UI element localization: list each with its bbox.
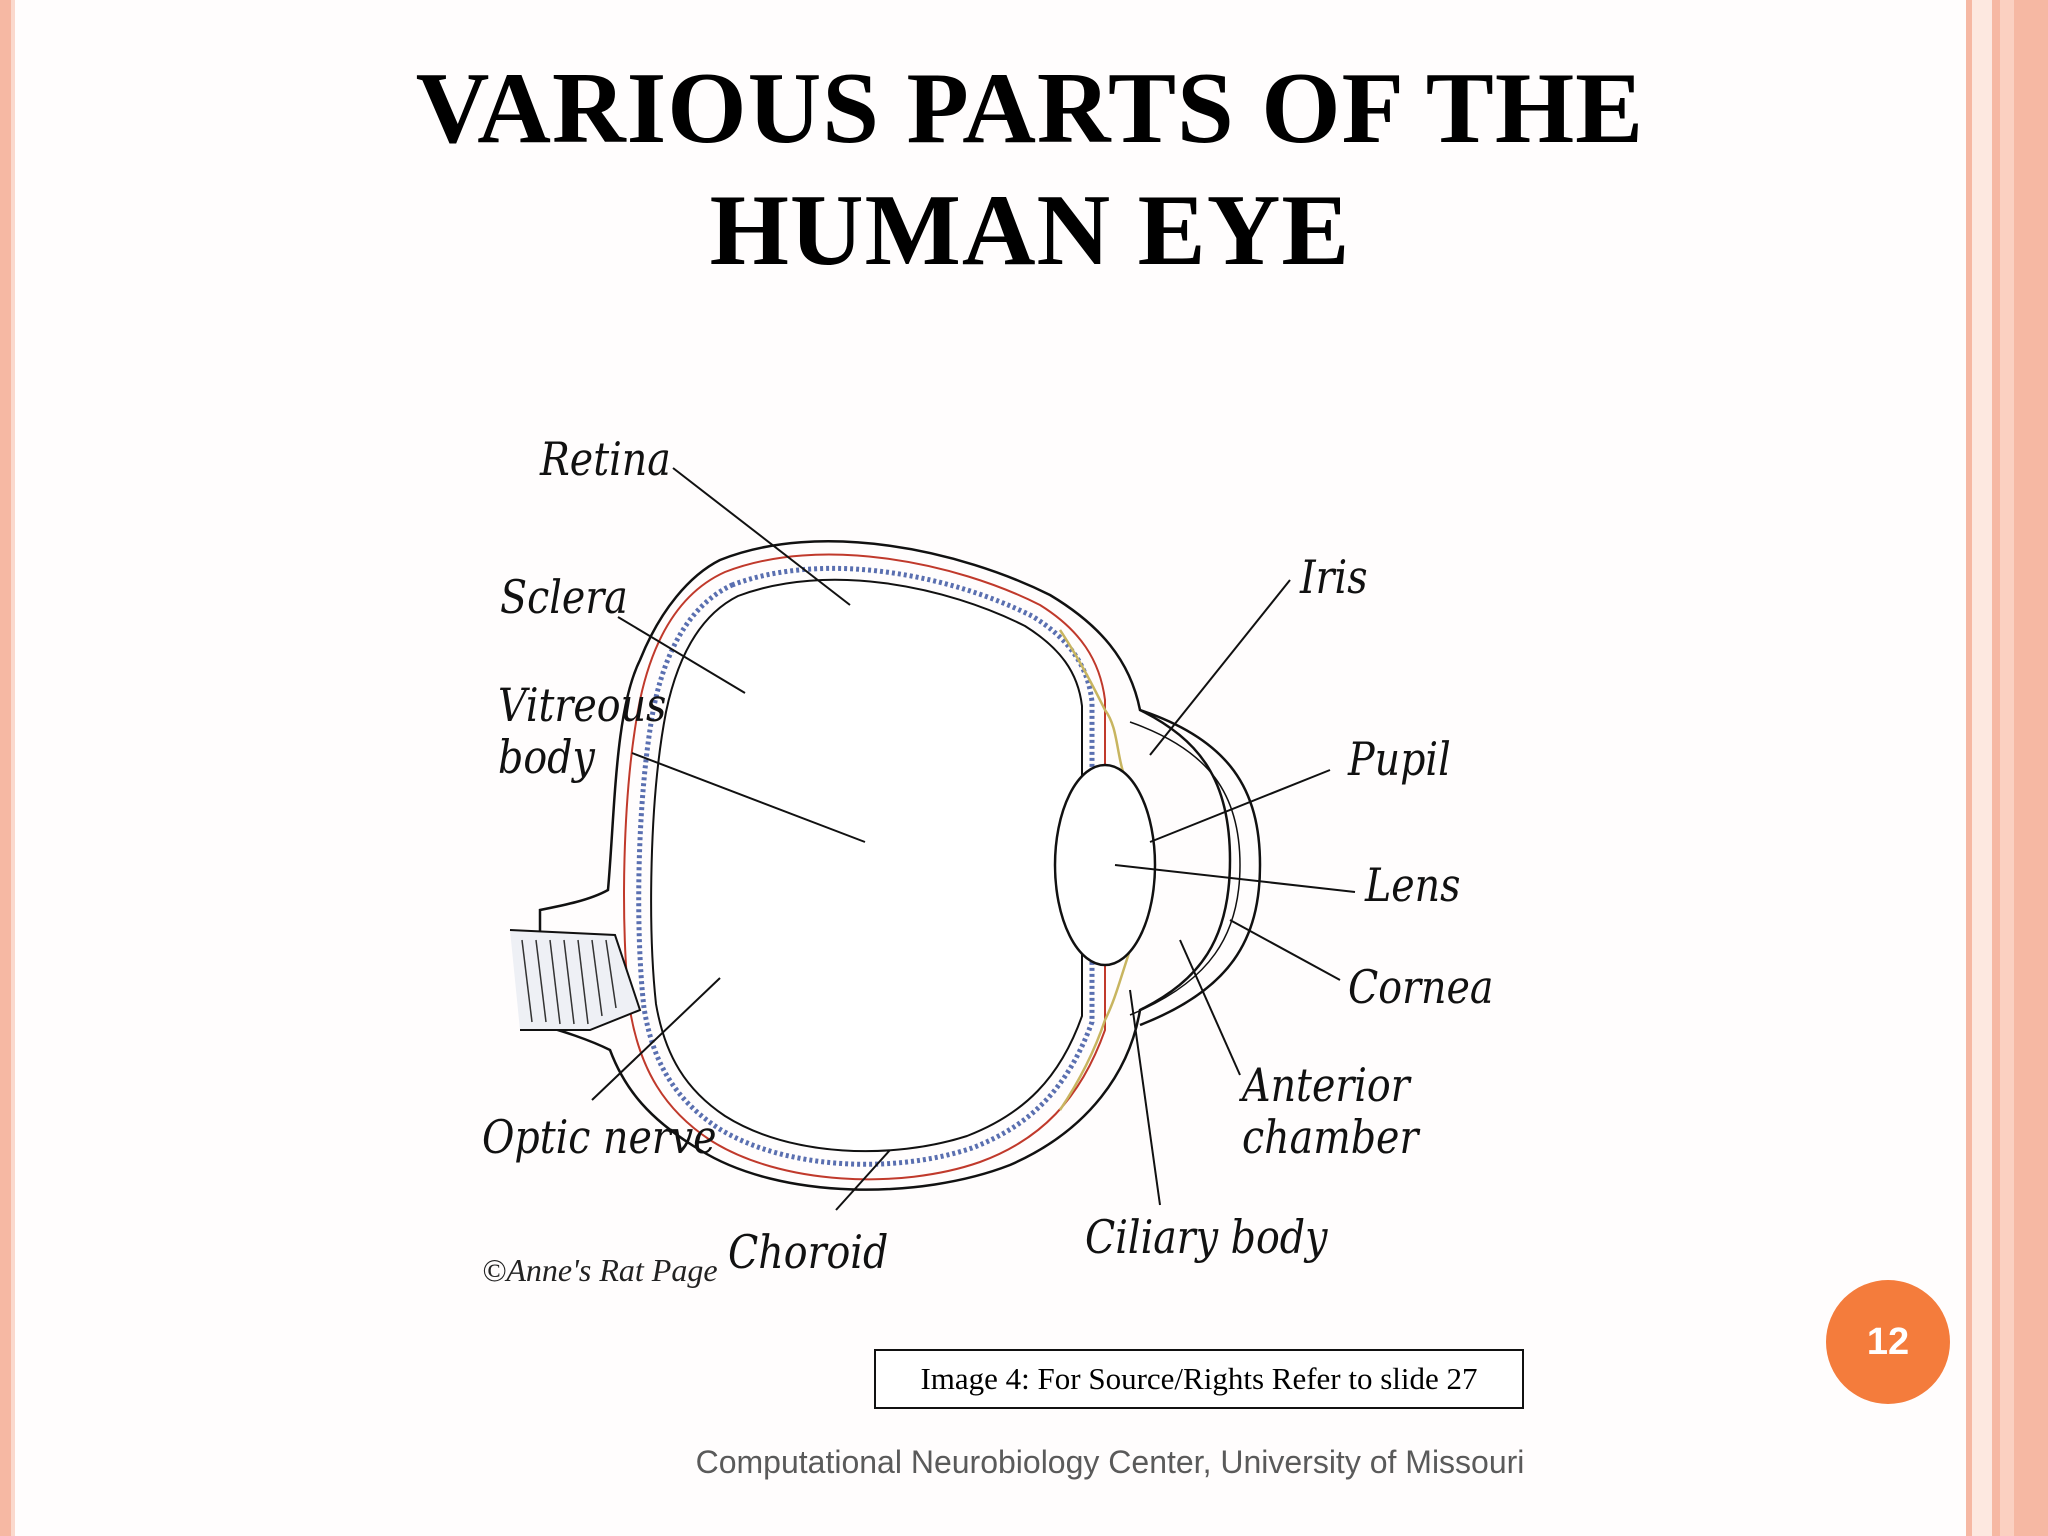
label-anterior-line1: Anterior [1242,1058,1410,1112]
slide-footer: Computational Neurobiology Center, Unive… [695,1444,1525,1480]
label-cornea: Cornea [1348,960,1494,1014]
label-lens: Lens [1365,858,1461,912]
label-pupil: Pupil [1348,732,1451,786]
choroid-layer [623,553,1106,1181]
retina-layer [636,565,1095,1167]
left-border-line [11,0,15,1536]
label-vitreous-line1: Vitreous [498,678,667,732]
iris-lower [1058,879,1142,1111]
slide-title: VARIOUS PARTS OF THE HUMAN EYE [380,48,1680,292]
cornea-outline [1139,708,1262,1027]
label-retina: Retina [540,432,671,486]
diagram-copyright: ©Anne's Rat Page [482,1252,718,1288]
eye-anatomy-drawing [509,467,1356,1211]
sclera-outline [538,540,1232,1191]
optic-nerve-fibers [521,939,617,1025]
label-sclera: Sclera [500,570,628,624]
lens-shape [1053,763,1157,967]
label-ciliary-body: Ciliary body [1085,1210,1328,1264]
label-optic-nerve: Optic nerve [482,1110,717,1164]
title-line-1: VARIOUS PARTS OF THE [415,52,1645,165]
page-number-badge: 12 [1826,1280,1950,1404]
eye-diagram: Retina Sclera Vitreous body Optic nerve … [440,410,1520,1320]
image-source-note: Image 4: For Source/Rights Refer to slid… [874,1349,1524,1409]
left-border-bar [0,0,11,1536]
label-iris: Iris [1300,550,1368,604]
title-line-2: HUMAN EYE [709,174,1351,287]
cornea-inner [1129,721,1241,1016]
label-choroid: Choroid [728,1225,889,1279]
label-anterior-line2: chamber [1242,1110,1419,1164]
vitreous-boundary [650,578,1083,1153]
leader-lines [591,467,1356,1211]
label-vitreous-line2: body [498,730,595,784]
right-border-bars [1966,0,2048,1536]
optic-nerve-shape [509,929,642,1031]
